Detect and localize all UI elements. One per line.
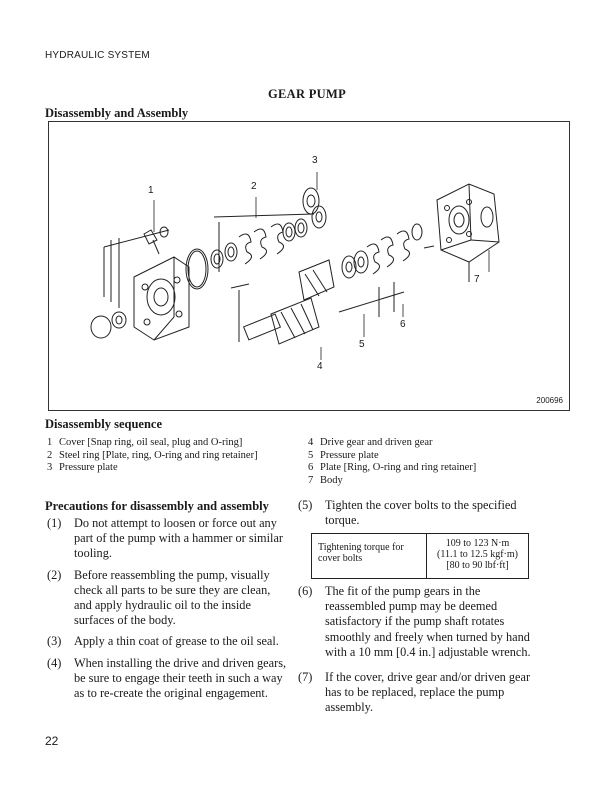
callout-4: 4 [317, 361, 323, 372]
sequence-heading: Disassembly sequence [45, 417, 163, 431]
precautions-list-right-b: (6)The fit of the pump gears in the reas… [298, 584, 540, 716]
pump-body [423, 183, 500, 282]
o-ring-seal [185, 248, 209, 290]
section-label: HYDRAULIC SYSTEM [45, 50, 150, 61]
gear-pump-exploded-drawing [90, 172, 500, 360]
list-item: (6)The fit of the pump gears in the reas… [298, 584, 531, 659]
precautions-list-right-a: (5)Tighten the cover bolts to the specif… [298, 498, 540, 528]
callout-3: 3 [312, 155, 318, 166]
gears [230, 259, 335, 345]
callout-5: 5 [359, 339, 365, 350]
callout-2: 2 [251, 181, 257, 192]
exploded-view-figure: 1 2 3 4 5 6 7 200696 [48, 121, 570, 411]
section-subtitle: Disassembly and Assembly [45, 106, 189, 120]
pressure-plate-upper [302, 187, 327, 229]
rear-ring-assembly [338, 223, 423, 317]
torque-value: 109 to 123 N·m (11.1 to 12.5 kgf·m) [80 … [436, 538, 518, 571]
torque-label: Tightening torque for cover bolts [312, 534, 427, 578]
precautions-heading: Precautions for disassembly and assembly [45, 499, 269, 513]
list-item: (7)If the cover, drive gear and/or drive… [298, 670, 531, 715]
list-item: (5)Tighten the cover bolts to the specif… [298, 498, 517, 528]
list-item: (3)Apply a thin coat of grease to the oi… [47, 634, 279, 649]
figure-number: 200696 [536, 396, 563, 405]
callout-1: 1 [148, 185, 154, 196]
torque-table: Tightening torque for cover bolts 109 to… [311, 533, 529, 579]
list-item: (1)Do not attempt to loosen or force out… [47, 516, 283, 561]
cover-part [90, 226, 190, 341]
page-number: 22 [45, 734, 59, 748]
callout-7: 7 [474, 274, 480, 285]
precautions-list-left: (1)Do not attempt to loosen or force out… [47, 516, 287, 701]
leader-lines [153, 172, 490, 360]
list-item: (2)Before reassembling the pump, visuall… [47, 567, 271, 628]
callout-6: 6 [400, 319, 406, 330]
list-item: (4)When installing the drive and driven … [47, 655, 287, 701]
steel-ring-assembly [210, 213, 315, 272]
page-title: GEAR PUMP [267, 87, 347, 101]
